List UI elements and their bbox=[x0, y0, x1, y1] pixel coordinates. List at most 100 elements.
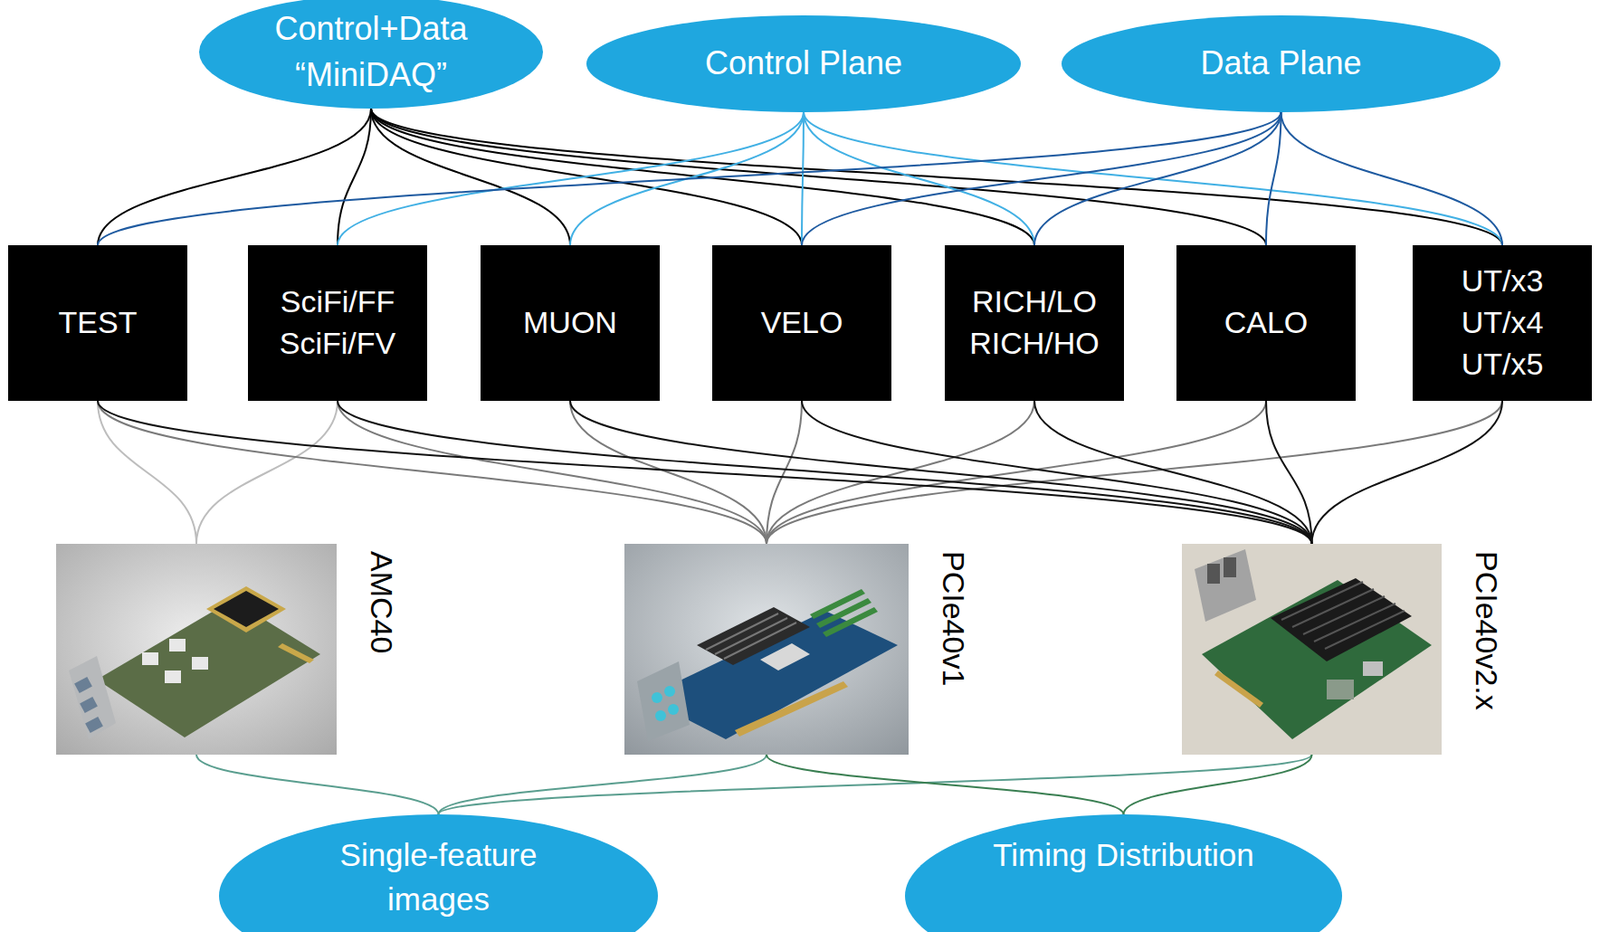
chip bbox=[1362, 661, 1383, 677]
connector bbox=[97, 400, 1313, 544]
heatsink bbox=[1270, 578, 1412, 662]
fibre-port bbox=[1223, 557, 1237, 578]
ellipse-node: Control+Data “MiniDAQ” bbox=[199, 0, 543, 109]
detector-box: VELO bbox=[712, 245, 892, 401]
connector bbox=[438, 754, 1313, 815]
pcie40v1-photo bbox=[624, 543, 909, 755]
fpga bbox=[760, 643, 810, 671]
connector bbox=[97, 400, 197, 544]
plane-label: Control+Data “MiniDAQ” bbox=[248, 6, 494, 98]
connector bbox=[97, 400, 767, 544]
pcie40v2-photo bbox=[1181, 543, 1442, 755]
memory bbox=[822, 607, 878, 638]
chip bbox=[1326, 679, 1354, 700]
detector-label: UT/x5 bbox=[1461, 343, 1544, 386]
plane-label: Timing Distribution bbox=[992, 832, 1255, 877]
connector bbox=[766, 400, 1267, 544]
photo-ground bbox=[56, 543, 337, 755]
sfp-cage bbox=[74, 676, 93, 694]
detector-label: VELO bbox=[761, 302, 844, 344]
connector bbox=[196, 754, 439, 815]
connector bbox=[97, 112, 1282, 246]
front-panel bbox=[68, 656, 116, 740]
fibre-port bbox=[655, 710, 667, 722]
sfp-cage bbox=[79, 696, 98, 714]
detector-label: SciFi/FV bbox=[279, 323, 396, 365]
board-label: AMC40 bbox=[363, 551, 400, 654]
heatsink bbox=[213, 590, 279, 628]
connector bbox=[1312, 400, 1504, 544]
chip bbox=[169, 638, 186, 652]
fibre-port bbox=[651, 692, 663, 704]
detector-box: SciFi/FFSciFi/FV bbox=[247, 245, 428, 401]
board-photo: PCIe40v1 bbox=[624, 543, 909, 755]
connector bbox=[1034, 112, 1282, 246]
connector bbox=[337, 112, 804, 246]
connector bbox=[371, 108, 1503, 246]
connector bbox=[1123, 754, 1313, 815]
amc40-photo bbox=[56, 543, 337, 755]
edge-connector bbox=[734, 681, 848, 737]
sfp-cage bbox=[85, 716, 104, 734]
chip bbox=[164, 670, 181, 684]
bracket bbox=[1194, 549, 1257, 622]
fibre-port bbox=[667, 704, 679, 715]
chip bbox=[142, 652, 159, 666]
connector bbox=[801, 400, 1313, 544]
detector-label: UT/x4 bbox=[1461, 302, 1544, 344]
connector bbox=[570, 400, 767, 544]
connector bbox=[337, 400, 1313, 544]
connector bbox=[438, 754, 768, 815]
connector bbox=[570, 400, 1313, 544]
detector-box: UT/x3UT/x4UT/x5 bbox=[1412, 245, 1592, 401]
edge-connector bbox=[277, 643, 315, 664]
detector-label: RICH/LO bbox=[971, 281, 1097, 324]
detector-box: RICH/LORICH/HO bbox=[944, 245, 1124, 401]
chip bbox=[191, 657, 209, 670]
photo-ground bbox=[1181, 543, 1442, 755]
fpga-frame bbox=[206, 586, 286, 633]
connector bbox=[1034, 400, 1313, 544]
edge-connector bbox=[1214, 670, 1264, 708]
board-label: PCIe40v2.x bbox=[1468, 551, 1505, 711]
connector bbox=[766, 400, 1035, 544]
plane-label: Single-feature images bbox=[307, 832, 571, 922]
connector bbox=[1266, 112, 1282, 246]
detector-box: TEST bbox=[8, 245, 188, 401]
detector-box: CALO bbox=[1176, 245, 1356, 401]
detector-label: CALO bbox=[1224, 302, 1309, 344]
bracket bbox=[637, 661, 690, 742]
detector-label: RICH/HO bbox=[969, 323, 1100, 365]
connector bbox=[801, 112, 1282, 246]
detector-box: MUON bbox=[480, 245, 660, 401]
connector bbox=[803, 112, 1503, 246]
detector-label: UT/x3 bbox=[1461, 260, 1544, 303]
board-photo: PCIe40v2.x bbox=[1181, 543, 1442, 755]
plane-label: Data Plane bbox=[1200, 40, 1362, 86]
ellipse-node: Timing Distribution bbox=[904, 814, 1343, 932]
board-photo: AMC40 bbox=[56, 543, 337, 755]
ellipse-node: Single-feature images bbox=[219, 814, 658, 932]
detector-label: MUON bbox=[523, 302, 618, 344]
connector bbox=[801, 112, 804, 246]
fibre-port bbox=[664, 685, 676, 697]
connector bbox=[196, 400, 338, 544]
board-label: PCIe40v1 bbox=[935, 551, 972, 686]
connector bbox=[803, 112, 1035, 246]
detector-label: TEST bbox=[58, 302, 138, 344]
connector bbox=[1266, 400, 1313, 544]
ellipse-node: Control Plane bbox=[586, 15, 1021, 113]
photo-ground bbox=[624, 543, 909, 755]
fibre-port bbox=[1207, 563, 1220, 584]
detector-label: SciFi/FF bbox=[280, 281, 396, 324]
ellipse-shape bbox=[904, 814, 1343, 932]
connector bbox=[766, 400, 1503, 544]
pcb bbox=[96, 600, 321, 738]
connector bbox=[1281, 112, 1504, 246]
plane-label: Control Plane bbox=[704, 40, 903, 86]
ellipse-node: Data Plane bbox=[1061, 15, 1501, 113]
connector bbox=[766, 754, 1124, 815]
